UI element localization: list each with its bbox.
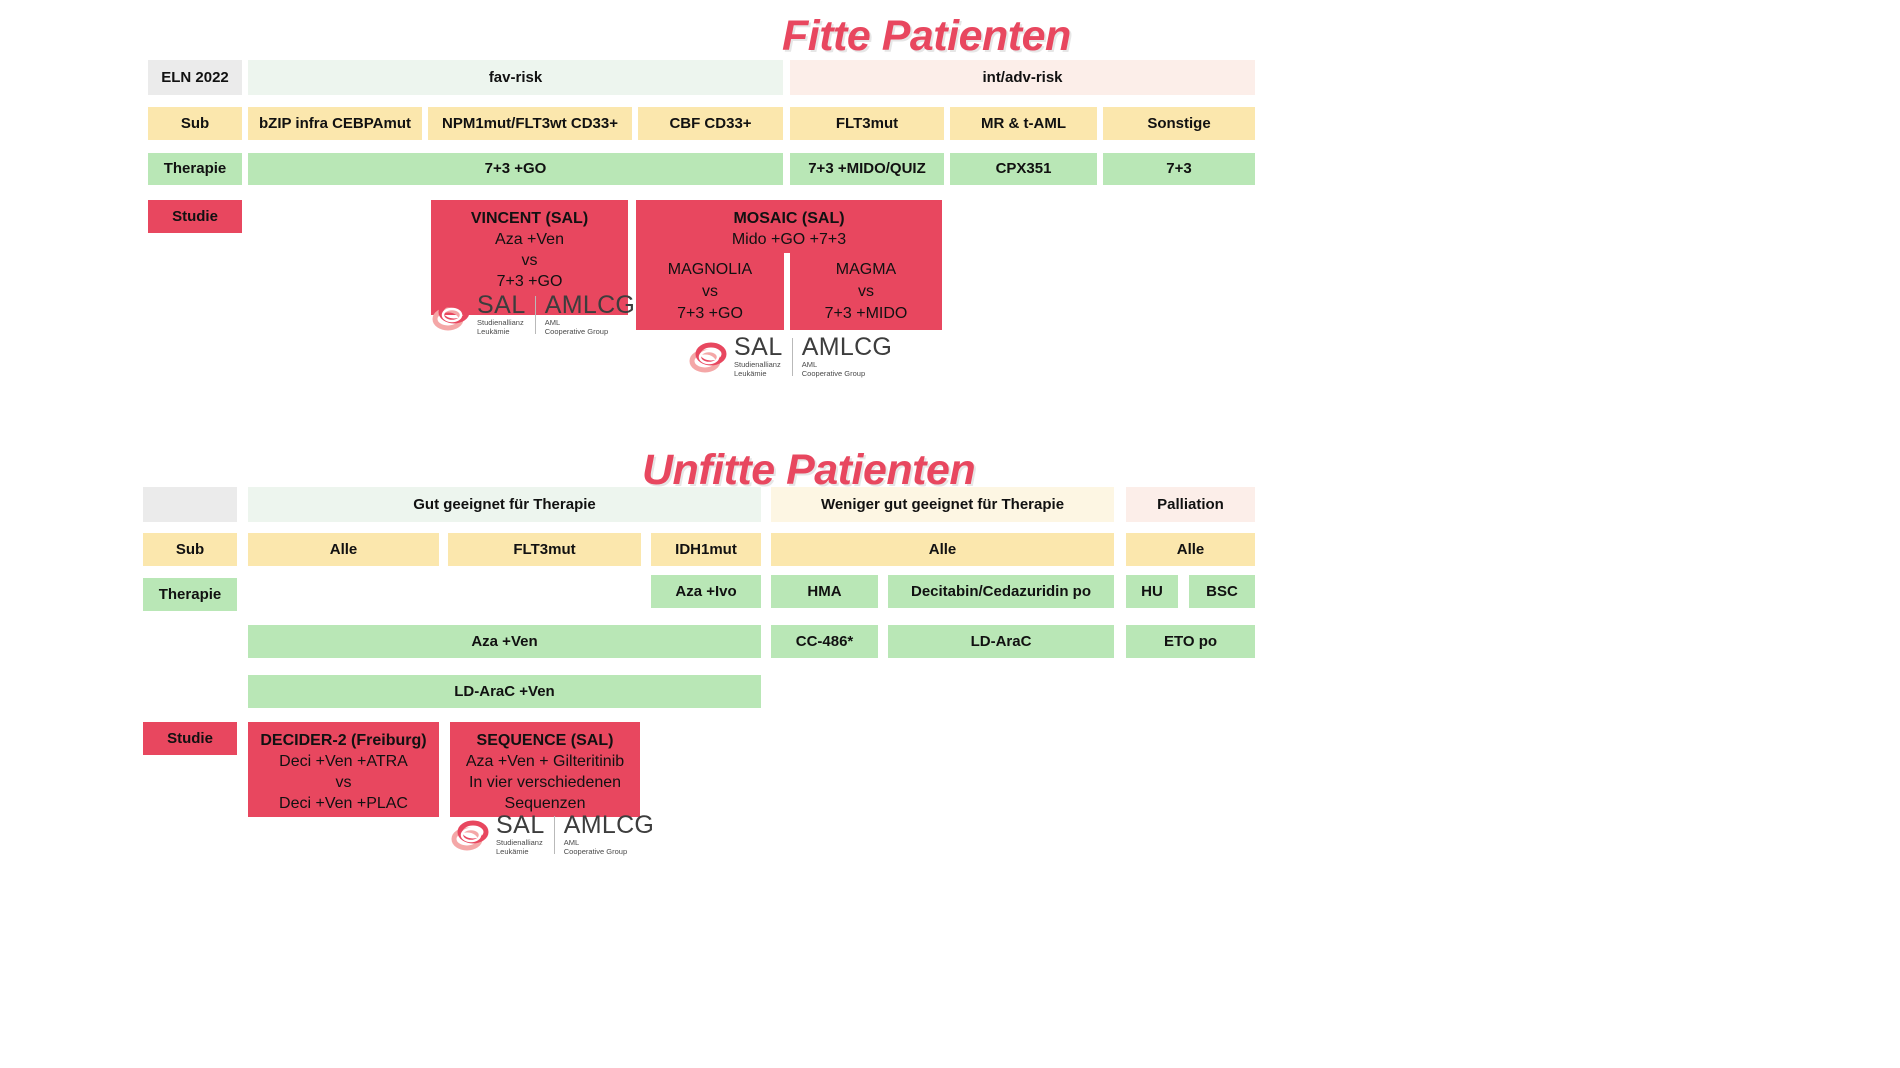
study-title-vincent: VINCENT (SAL)	[470, 210, 589, 227]
logo-amlcg-name: AMLCG	[544, 290, 636, 319]
sub-cell-mr-taml: MR & t-AML	[950, 107, 1097, 140]
study-line-decider2-1: Deci +Ven +ATRA	[279, 753, 408, 771]
unfit-sub-cell-flt3mut: FLT3mut	[448, 533, 641, 566]
logo-amlcg-sub2: Cooperative Group	[563, 846, 628, 856]
row-label-therapie-unfit: Therapie	[143, 578, 237, 611]
risk-group-intadv: int/adv-risk	[790, 60, 1255, 95]
sub-cell-sonstige: Sonstige	[1103, 107, 1255, 140]
logo-amlcg-name: AMLCG	[563, 810, 655, 839]
sal-ring-icon	[450, 815, 492, 855]
unfit-therapy-hma: HMA	[771, 575, 878, 608]
therapy-cell-7p3-mido-quiz: 7+3 +MIDO/QUIZ	[790, 153, 944, 185]
arm-name-magnolia: MAGNOLIA	[667, 261, 753, 278]
arm-comparator-magma: 7+3 +MIDO	[824, 305, 908, 323]
unfit-therapy-ld-arac: LD-AraC	[888, 625, 1114, 658]
logo-amlcg-sub2: Cooperative Group	[801, 368, 866, 378]
logo-divider	[791, 338, 793, 376]
logo-sal-sub1: Studienallianz	[496, 838, 543, 848]
logo-sal-name: SAL	[496, 810, 545, 839]
risk-group-fav: fav-risk	[248, 60, 783, 95]
unfit-therapy-decitabin: Decitabin/Cedazuridin po	[888, 575, 1114, 608]
unfit-therapy-cc486: CC-486*	[771, 625, 878, 658]
unfit-sub-cell-alle-3: Alle	[1126, 533, 1255, 566]
row-label-sub-unfit: Sub	[143, 533, 237, 566]
row-label-sub-fit: Sub	[148, 107, 242, 140]
sub-cell-flt3mut: FLT3mut	[790, 107, 944, 140]
unfit-sub-cell-alle-1: Alle	[248, 533, 439, 566]
row-label-studie-unfit: Studie	[143, 722, 237, 755]
unfit-sub-cell-alle-2: Alle	[771, 533, 1114, 566]
row-label-eln2022: ELN 2022	[148, 60, 242, 95]
logo-amlcg-sub1: AML	[563, 838, 580, 848]
unfit-therapy-aza-ivo: Aza +Ivo	[651, 575, 761, 608]
study-box-vincent[interactable]: VINCENT (SAL) Aza +Ven vs 7+3 +GO	[431, 200, 628, 315]
logo-sal-sub2: Leukämie	[734, 368, 767, 378]
row-label-blank-unfit	[143, 487, 237, 522]
unfit-sub-cell-idh1mut: IDH1mut	[651, 533, 761, 566]
study-title-decider2: DECIDER-2 (Freiburg)	[260, 732, 427, 749]
arm-vs-magma: vs	[858, 283, 874, 301]
therapy-cell-cpx351: CPX351	[950, 153, 1097, 185]
unfit-therapy-aza-ven: Aza +Ven	[248, 625, 761, 658]
arm-name-magma: MAGMA	[835, 261, 897, 278]
logo-amlcg-sub1: AML	[544, 318, 561, 328]
study-line-vincent-vs: vs	[521, 252, 538, 270]
study-box-decider2[interactable]: DECIDER-2 (Freiburg) Deci +Ven +ATRA vs …	[248, 722, 439, 817]
study-arm-magma[interactable]: MAGMA vs 7+3 +MIDO	[790, 255, 942, 330]
sub-cell-bzip: bZIP infra CEBPAmut	[248, 107, 422, 140]
study-line-decider2-2: Deci +Ven +PLAC	[279, 795, 408, 813]
fitness-group-gut: Gut geeignet für Therapie	[248, 487, 761, 522]
study-line-decider2-vs: vs	[335, 774, 352, 792]
therapy-cell-7p3: 7+3	[1103, 153, 1255, 185]
sal-amlcg-logo-mosaic: SAL Studienallianz Leukämie AMLCG AML Co…	[688, 334, 892, 380]
arm-vs-magnolia: vs	[702, 283, 718, 301]
logo-divider	[553, 816, 555, 854]
logo-sal-sub2: Leukämie	[496, 846, 529, 856]
logo-sal-name: SAL	[734, 332, 783, 361]
logo-divider	[534, 296, 536, 334]
unfit-therapy-eto-po: ETO po	[1126, 625, 1255, 658]
study-line-sequence-1: Aza +Ven + Gilteritinib	[465, 753, 625, 771]
row-label-therapie-fit: Therapie	[148, 153, 242, 185]
study-line-mosaic-1: Mido +GO +7+3	[731, 231, 847, 249]
sal-ring-icon	[688, 337, 730, 377]
logo-sal-sub1: Studienallianz	[477, 318, 524, 328]
unfit-section-title: Unfitte Patienten	[642, 446, 976, 494]
fitness-group-weniger: Weniger gut geeignet für Therapie	[771, 487, 1114, 522]
study-line-vincent-1: Aza +Ven	[495, 231, 564, 249]
unfit-therapy-ld-arac-ven: LD-AraC +Ven	[248, 675, 761, 708]
sal-amlcg-logo-vincent: SAL Studienallianz Leukämie AMLCG AML Co…	[431, 292, 635, 338]
study-title-sequence: SEQUENCE (SAL)	[476, 732, 614, 749]
logo-amlcg-sub2: Cooperative Group	[544, 326, 609, 336]
therapy-cell-7p3-go: 7+3 +GO	[248, 153, 783, 185]
sal-amlcg-logo-sequence: SAL Studienallianz Leukämie AMLCG AML Co…	[450, 812, 654, 858]
logo-amlcg-sub1: AML	[801, 360, 818, 370]
study-line-sequence-3: Sequenzen	[504, 795, 586, 813]
sub-cell-cbf: CBF CD33+	[638, 107, 783, 140]
mosaic-arm-divider	[784, 253, 790, 330]
study-box-sequence[interactable]: SEQUENCE (SAL) Aza +Ven + Gilteritinib I…	[450, 722, 640, 817]
unfit-therapy-bsc: BSC	[1189, 575, 1255, 608]
study-arm-magnolia[interactable]: MAGNOLIA vs 7+3 +GO	[636, 255, 784, 330]
logo-sal-sub1: Studienallianz	[734, 360, 781, 370]
study-title-mosaic: MOSAIC (SAL)	[733, 210, 845, 227]
logo-sal-name: SAL	[477, 290, 526, 319]
arm-comparator-magnolia: 7+3 +GO	[677, 305, 743, 323]
row-label-studie-fit: Studie	[148, 200, 242, 233]
logo-sal-sub2: Leukämie	[477, 326, 510, 336]
fitness-group-palliation: Palliation	[1126, 487, 1255, 522]
unfit-therapy-hu: HU	[1126, 575, 1178, 608]
sal-ring-icon	[431, 295, 473, 335]
study-line-vincent-2: 7+3 +GO	[496, 273, 563, 291]
study-line-sequence-2: In vier verschiedenen	[468, 774, 622, 792]
logo-amlcg-name: AMLCG	[801, 332, 893, 361]
fit-section-title: Fitte Patienten	[782, 12, 1071, 60]
sub-cell-npm1: NPM1mut/FLT3wt CD33+	[428, 107, 632, 140]
